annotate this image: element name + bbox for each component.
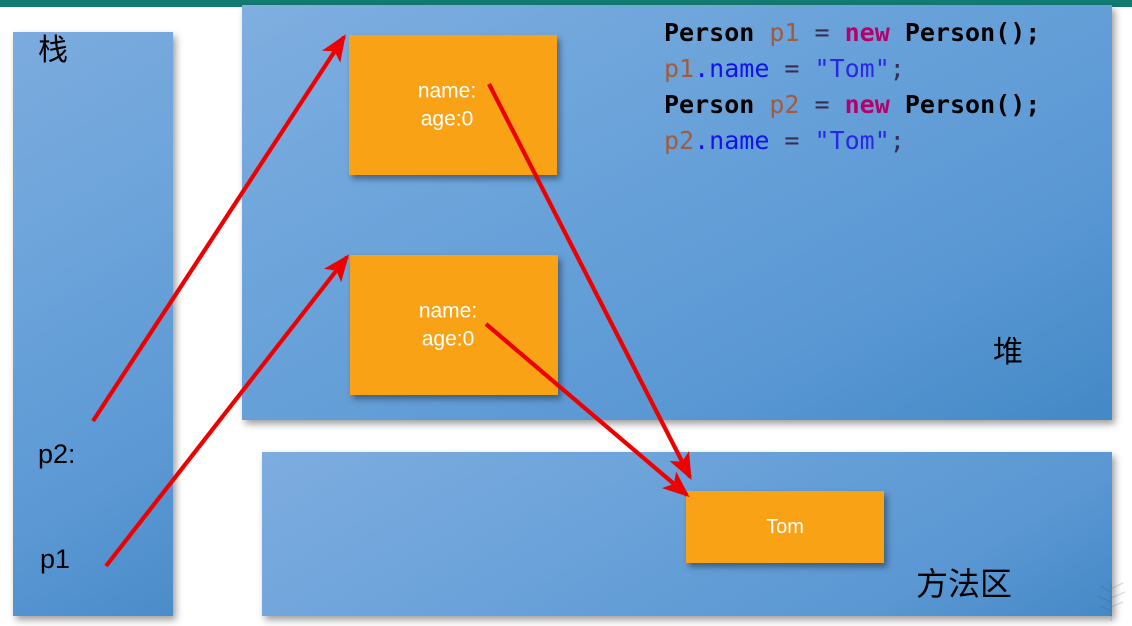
heap-region-label: 堆 xyxy=(993,335,1023,370)
code-line-3: Person p2 = new Person(); xyxy=(664,87,1040,123)
code-token-op: ; xyxy=(889,54,905,83)
method-area-region-label: 方法区 xyxy=(916,565,1013,603)
code-token-op: = xyxy=(799,90,845,119)
object-field-age: age:0 xyxy=(421,327,475,350)
stack-variable-p2: p2: xyxy=(38,439,76,469)
code-token-op: = xyxy=(769,126,815,155)
code-token-var: p1 xyxy=(769,18,800,47)
top-accent-bar xyxy=(0,0,1132,7)
heap-object-person-1: name: age:0 xyxy=(349,35,557,175)
code-token-type: Person(); xyxy=(904,18,1041,47)
code-token-op: = xyxy=(769,54,815,83)
heap-object-person-1-fields: name: age:0 xyxy=(349,77,557,132)
corner-watermark xyxy=(1097,582,1126,621)
code-token-op: ; xyxy=(889,126,905,155)
heap-object-person-2: name: age:0 xyxy=(350,255,558,395)
code-token-field: .name xyxy=(694,126,770,155)
code-token-op: = xyxy=(799,18,845,47)
code-token-var: p1 xyxy=(664,54,695,83)
code-token-var: p2 xyxy=(769,90,800,119)
code-token-var: p2 xyxy=(664,126,695,155)
heap-object-person-2-fields: name: age:0 xyxy=(350,297,558,352)
string-pool-entry-tom-value: Tom xyxy=(766,515,804,538)
stack-variable-p1: p1 xyxy=(40,544,71,574)
stack-region-label: 栈 xyxy=(38,33,68,68)
stack-region xyxy=(13,32,173,616)
code-snippet: Person p1 = new Person();p1.name = "Tom"… xyxy=(664,15,1040,159)
object-field-name: name: xyxy=(417,79,477,103)
code-token-str: "Tom" xyxy=(814,54,890,83)
object-field-age: age:0 xyxy=(420,107,474,130)
code-token-type: Person(); xyxy=(904,90,1041,119)
string-pool-entry-tom-value-wrap: Tom xyxy=(686,514,884,540)
code-token-field: .name xyxy=(694,54,770,83)
code-token-type: Person xyxy=(664,90,770,119)
string-pool-entry-tom: Tom xyxy=(686,491,884,563)
code-token-kw: new xyxy=(844,18,905,47)
code-token-kw: new xyxy=(844,90,905,119)
code-token-type: Person xyxy=(664,18,770,47)
object-field-name: name: xyxy=(418,299,478,323)
code-token-str: "Tom" xyxy=(814,126,890,155)
code-line-1: Person p1 = new Person(); xyxy=(664,15,1040,51)
code-line-4: p2.name = "Tom"; xyxy=(664,123,1040,159)
code-line-2: p1.name = "Tom"; xyxy=(664,51,1040,87)
